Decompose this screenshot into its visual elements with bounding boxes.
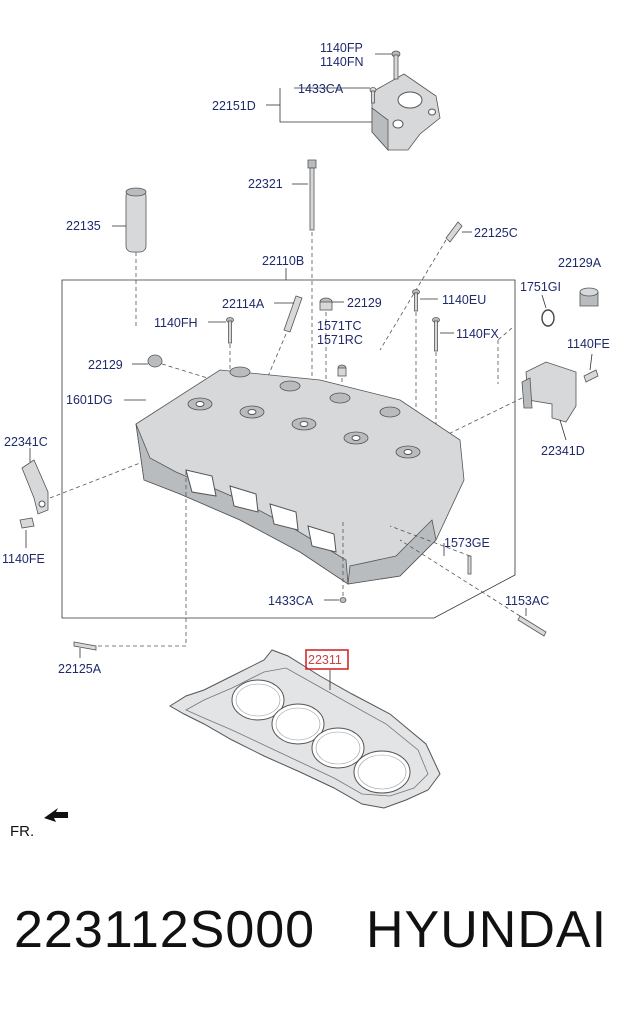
label-1571TC[interactable]: 1571TC [317, 319, 361, 333]
dowel-22135 [125, 187, 147, 253]
bolt-1140FH [226, 317, 234, 344]
bracket-22341D [521, 361, 577, 423]
label-22135[interactable]: 22135 [66, 219, 101, 233]
label-22125C[interactable]: 22125C [474, 226, 518, 240]
label-22110B[interactable]: 22110B [262, 254, 304, 268]
head-bolt-22321 [307, 159, 317, 231]
label-1140FH[interactable]: 1140FH [154, 316, 198, 330]
plug-22129-left [147, 354, 163, 368]
bolt-1140FP [391, 50, 401, 80]
label-1571RC[interactable]: 1571RC [317, 333, 363, 347]
highlight-box-22311 [305, 649, 349, 670]
bolt-1140EU [412, 289, 420, 312]
oring-1751GI [541, 309, 555, 327]
label-1751GI[interactable]: 1751GI [520, 280, 561, 294]
washer-1433CA-top [369, 87, 377, 104]
label-1573GE[interactable]: 1573GE [444, 536, 490, 550]
label-22114A[interactable]: 22114A [222, 297, 265, 311]
label-1140FN[interactable]: 1140FN [320, 55, 364, 69]
label-22129-left[interactable]: 22129 [88, 358, 123, 372]
label-1140EU[interactable]: 1140EU [442, 293, 486, 307]
pin-1153AC [517, 615, 547, 637]
bracket-22341C [21, 459, 49, 515]
label-1153AC[interactable]: 1153AC [505, 594, 549, 608]
tube-22114A [283, 295, 303, 333]
label-1140FP[interactable]: 1140FP [320, 41, 363, 55]
head-gasket-22311 [169, 649, 441, 809]
label-1140FE-left[interactable]: 1140FE [2, 552, 45, 566]
label-22151D[interactable]: 22151D [212, 99, 256, 113]
label-1601DG[interactable]: 1601DG [66, 393, 113, 407]
plug-22129A [579, 287, 599, 307]
brand-name: HYUNDAI [366, 901, 608, 959]
plug-22129-top [319, 297, 333, 311]
dowel-22125A [73, 641, 97, 651]
cylinder-head [135, 366, 465, 585]
label-1433CA-top[interactable]: 1433CA [298, 82, 344, 96]
sensor-1571TC [337, 364, 347, 377]
label-22129-top[interactable]: 22129 [347, 296, 382, 310]
label-22341D[interactable]: 22341D [541, 444, 585, 458]
label-22321[interactable]: 22321 [248, 177, 283, 191]
housing-22151D [371, 73, 441, 152]
front-arrow-icon [44, 808, 68, 822]
bolt-1140FE-right [583, 369, 599, 383]
bolt-1140FX [432, 317, 440, 352]
footer: 223112S000 HYUNDAI [0, 900, 620, 980]
exploded-parts-diagram: FR. 1140FP 1140FN 1433CA 22151D 22321 22… [2, 41, 610, 840]
pin-22125C [445, 221, 463, 243]
label-22129A[interactable]: 22129A [558, 256, 602, 270]
part-number: 223112S000 [14, 901, 316, 959]
label-1433CA-bottom[interactable]: 1433CA [268, 594, 314, 608]
label-22341C[interactable]: 22341C [4, 435, 48, 449]
label-1140FX[interactable]: 1140FX [456, 327, 500, 341]
label-1140FE-right[interactable]: 1140FE [567, 337, 610, 351]
front-indicator-label: FR. [10, 823, 34, 840]
label-22125A[interactable]: 22125A [58, 662, 102, 676]
label-22311[interactable]: 22311 [308, 653, 342, 667]
washer-1433CA-bottom [339, 597, 347, 603]
assembly-frame-22110B [61, 279, 516, 619]
pin-1573GE [467, 555, 472, 575]
bolt-1140FE-left [19, 517, 35, 529]
